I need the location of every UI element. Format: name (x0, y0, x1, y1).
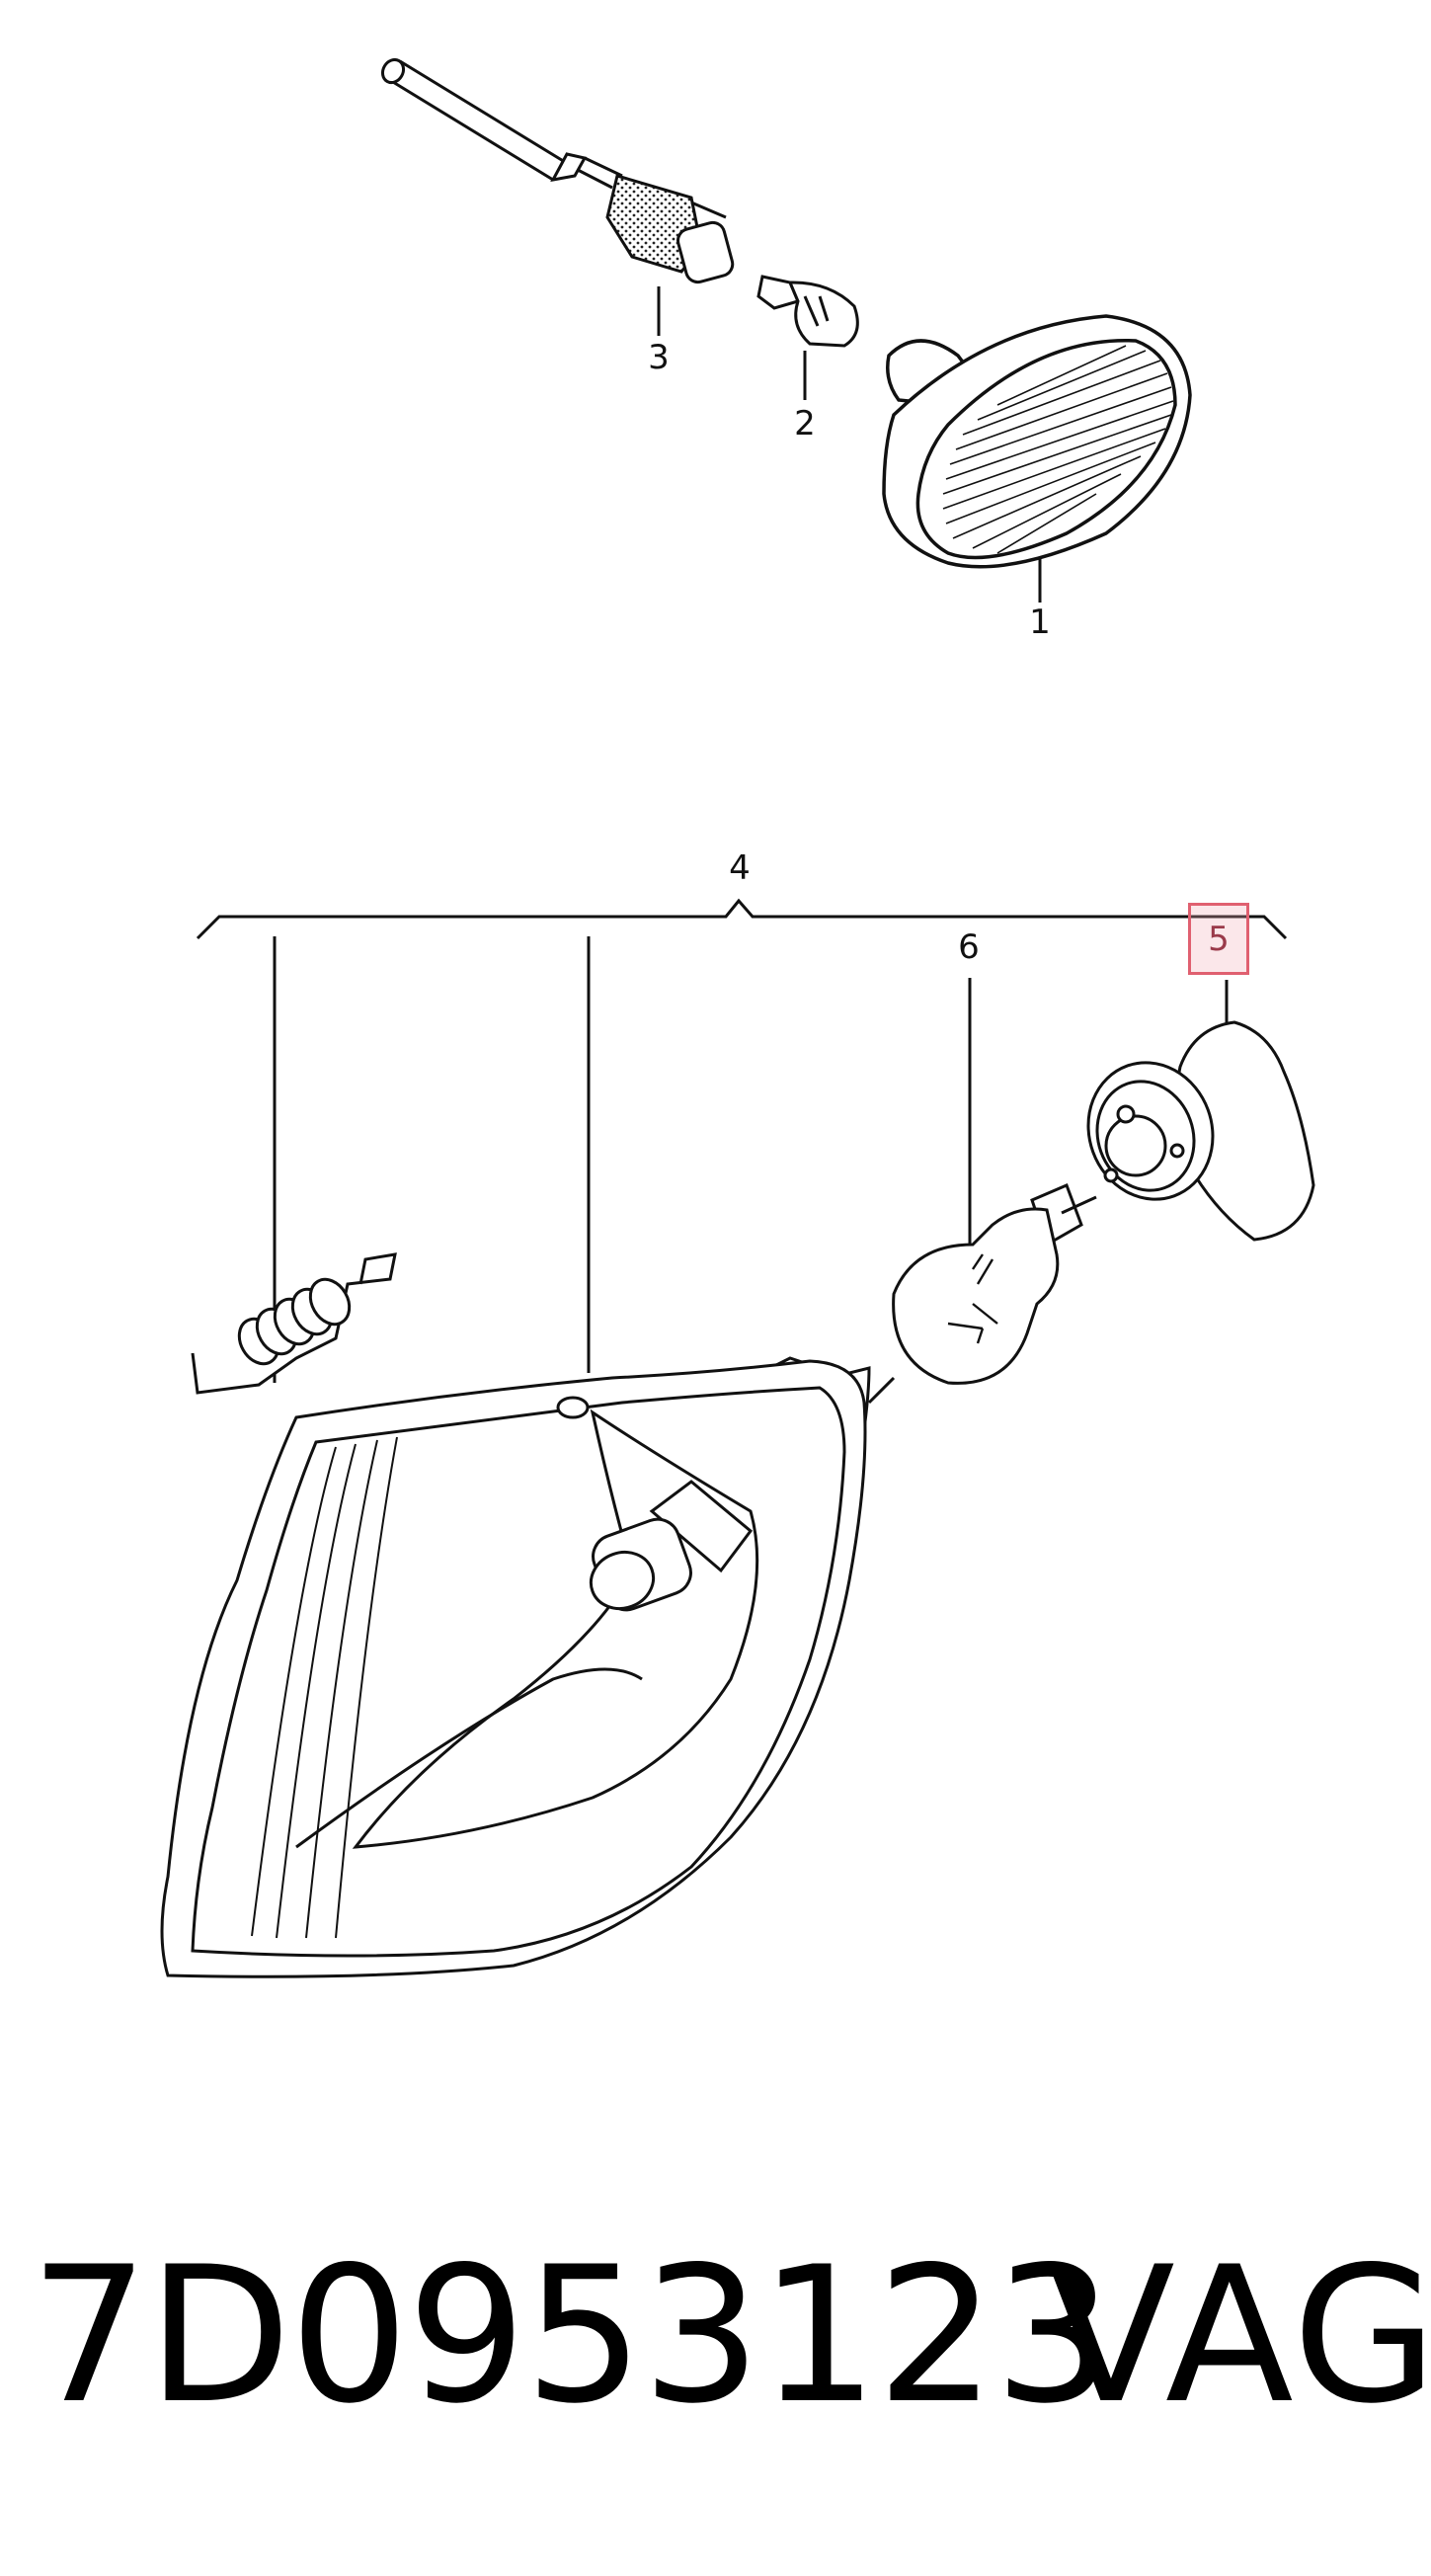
wire-harness (380, 57, 623, 190)
highlight-box (1188, 903, 1249, 975)
callout-5: 5 (1208, 920, 1230, 959)
callout-3: 3 (648, 338, 670, 377)
brand-name: VAG (1047, 2226, 1431, 2445)
side-marker-lamp-1 (882, 314, 1192, 569)
bulb-holder-5 (1086, 1020, 1315, 1242)
indicator-bulb-socket (589, 1480, 754, 1612)
leader-lines-upper (657, 286, 1042, 603)
wedge-bulb-2 (756, 275, 859, 348)
bulb-6 (892, 1183, 1097, 1385)
callout-6: 6 (958, 927, 980, 967)
callout-4: 4 (729, 848, 751, 888)
group-bracket-4 (196, 898, 1288, 940)
callout-2: 2 (794, 404, 816, 443)
part-number: 7D0953123 (30, 2226, 1113, 2445)
parts-diagram (160, 57, 1315, 1978)
indicator-lamp-housing (160, 1356, 871, 1978)
spring-clip (191, 1252, 397, 1395)
bulb-socket-3 (605, 174, 735, 284)
callout-1: 1 (1029, 603, 1051, 642)
leader-lines-lower (273, 936, 1229, 1383)
